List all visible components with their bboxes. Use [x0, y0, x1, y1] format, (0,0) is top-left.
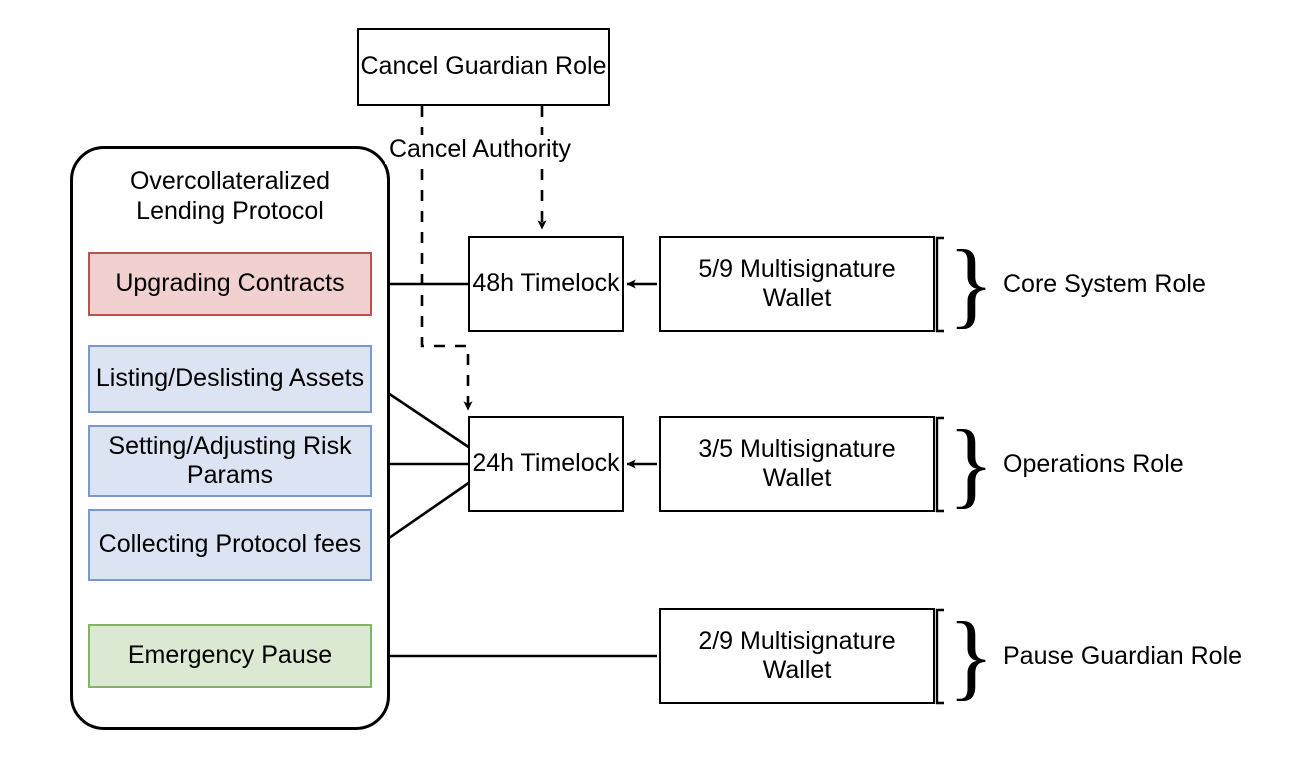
node-emergency-pause-label: Emergency Pause [127, 641, 333, 670]
protocol-title-line-1: Overcollateralized [129, 167, 331, 195]
edge-timelock24-to-listing [375, 383, 471, 450]
node-timelock-24h-label: 24h Timelock [472, 449, 620, 478]
node-emergency-pause[interactable]: Emergency Pause [88, 624, 372, 688]
node-setting-risk-params[interactable]: Setting/Adjusting Risk Params [88, 425, 372, 497]
bracket-operations [935, 416, 944, 513]
node-multisig-2-of-9-label: 2/9 Multisignature Wallet [698, 626, 896, 685]
node-upgrading-contracts-label: Upgrading Contracts [115, 269, 345, 298]
brace-core-system-glyph: } [948, 230, 995, 337]
node-collecting-protocol-fees-label: Collecting Protocol fees [98, 530, 362, 559]
role-label-pause-guardian: Pause Guardian Role [1003, 608, 1242, 704]
role-label-operations: Operations Role [1003, 416, 1184, 512]
node-multisig-2-of-9[interactable]: 2/9 Multisignature Wallet [659, 608, 935, 704]
node-upgrading-contracts[interactable]: Upgrading Contracts [88, 252, 372, 316]
node-multisig-3-of-5[interactable]: 3/5 Multisignature Wallet [659, 416, 935, 512]
brace-pause-guardian-icon: } [948, 608, 994, 704]
brace-core-system-icon: } [948, 236, 994, 332]
edge-timelock24-to-fees [375, 480, 471, 549]
edge-label-cancel-authority: Cancel Authority [385, 135, 576, 164]
role-label-core-system: Core System Role [1003, 236, 1206, 332]
node-timelock-48h[interactable]: 48h Timelock [468, 236, 624, 332]
role-label-operations-text: Operations Role [1003, 449, 1184, 478]
edge-label-cancel-authority-text: Cancel Authority [389, 135, 572, 163]
brace-operations-glyph: } [948, 410, 995, 517]
node-multisig-5-of-9[interactable]: 5/9 Multisignature Wallet [659, 236, 935, 332]
role-label-pause-guardian-text: Pause Guardian Role [1003, 641, 1243, 670]
node-collecting-protocol-fees[interactable]: Collecting Protocol fees [88, 509, 372, 581]
brace-operations-icon: } [948, 416, 994, 512]
node-listing-delisting-assets[interactable]: Listing/Deslisting Assets [88, 345, 372, 413]
node-multisig-5-of-9-label: 5/9 Multisignature Wallet [698, 254, 896, 313]
node-timelock-24h[interactable]: 24h Timelock [468, 416, 624, 512]
node-cancel-guardian-role-label: Cancel Guardian Role [360, 52, 607, 81]
node-cancel-guardian-role[interactable]: Cancel Guardian Role [357, 28, 610, 106]
node-timelock-48h-label: 48h Timelock [472, 269, 620, 298]
brace-pause-guardian-glyph: } [948, 602, 995, 709]
bracket-pause-guardian [935, 608, 944, 705]
protocol-title-line-2: Lending Protocol [136, 197, 324, 225]
role-label-core-system-text: Core System Role [1003, 269, 1206, 298]
node-multisig-3-of-5-label: 3/5 Multisignature Wallet [698, 434, 896, 493]
bracket-core-system [935, 236, 944, 333]
protocol-title: Overcollateralized Lending Protocol [76, 166, 384, 226]
node-listing-delisting-assets-label: Listing/Deslisting Assets [95, 364, 365, 393]
node-setting-risk-params-label: Setting/Adjusting Risk Params [108, 431, 352, 490]
